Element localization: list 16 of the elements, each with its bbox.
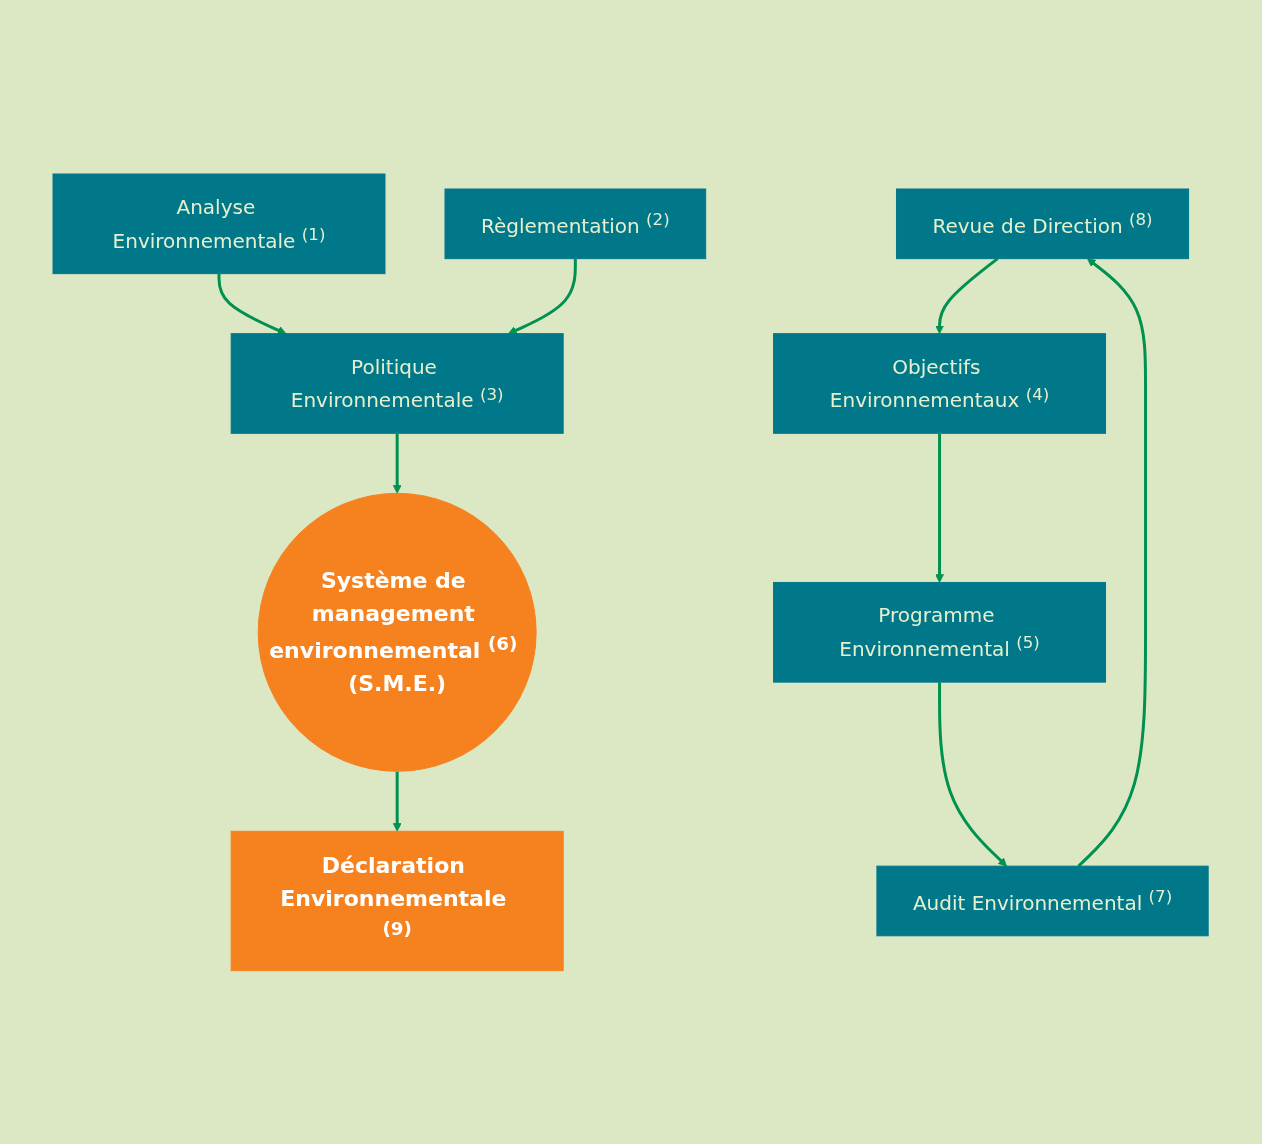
node-box: Programme Environnemental $^{(5)}$ xyxy=(773,581,1107,683)
node-box: Règlementation $^{(2)}$ xyxy=(444,188,707,259)
arrow xyxy=(938,681,1008,867)
node-box: Politique Environnementale $^{(3)}$ xyxy=(231,332,565,434)
node-box: Objectifs Environnementaux $^{(4)}$ xyxy=(773,332,1107,434)
arrow xyxy=(508,258,578,335)
arrow xyxy=(1077,257,1148,867)
node-box: Audit Environnemental $^{(7)}$ xyxy=(876,865,1210,936)
arrow xyxy=(393,433,402,494)
node-circle: Système de management environnemental $^{(6)}$ (S.M.E.) xyxy=(258,492,538,772)
arrow xyxy=(935,257,999,334)
node-box: Analyse Environnementale $^{(1)}$ xyxy=(52,173,386,274)
node-box: Revue de Direction $^{(8)}$ xyxy=(896,188,1190,259)
arrow xyxy=(393,771,402,832)
arrow xyxy=(935,433,945,583)
arrow xyxy=(217,273,287,335)
